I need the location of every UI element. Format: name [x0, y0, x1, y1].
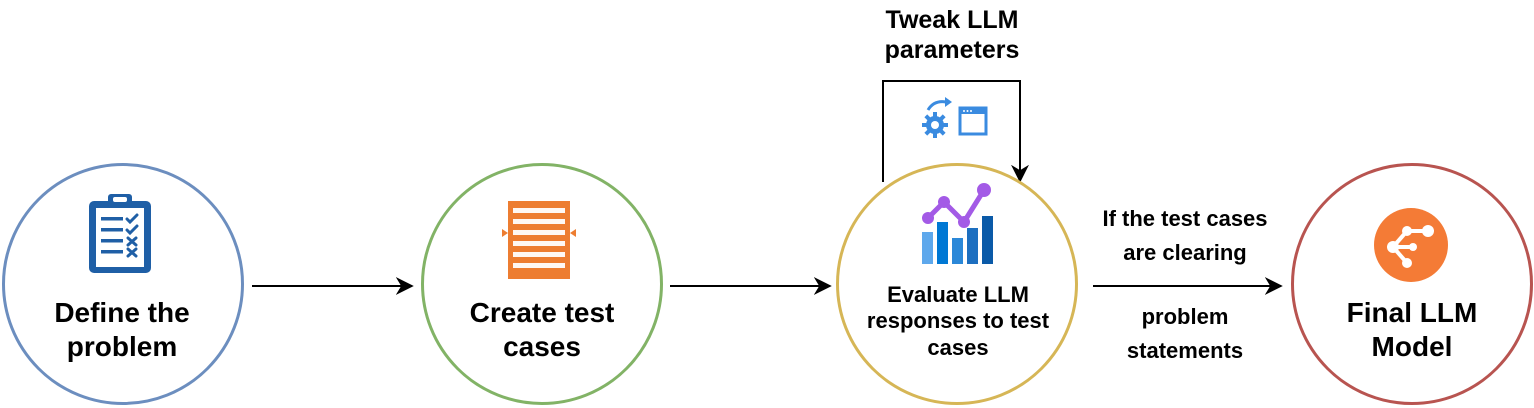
condition-line4: statements: [1126, 338, 1244, 364]
condition-label-bottom: problem statements: [1070, 300, 1300, 368]
condition-line1: If the test cases: [1102, 206, 1268, 231]
define-label-line1: Define the: [54, 297, 190, 328]
evaluate-label: Evaluate LLM responses to test cases: [846, 282, 1070, 361]
node-evaluate-llm[interactable]: [836, 163, 1078, 405]
evaluate-label-line3: cases: [927, 334, 989, 360]
final-label: Final LLM Model: [1312, 296, 1512, 363]
tweak-label-line2: parameters: [884, 36, 1020, 64]
create-label: Create test cases: [442, 296, 642, 363]
evaluate-label-line2: responses to test: [866, 308, 1050, 334]
tweak-parameters-label: Tweak LLM parameters: [852, 5, 1052, 65]
final-label-line2: Model: [1371, 330, 1453, 362]
analytics-chart-icon: [922, 183, 993, 264]
loop-arrow-tweak: [882, 80, 1029, 183]
create-label-line2: cases: [503, 330, 581, 362]
define-label: Define the problem: [22, 296, 222, 363]
create-label-line1: Create test: [469, 297, 615, 328]
tweak-label-line1: Tweak LLM: [885, 6, 1019, 34]
network-share-icon: [1374, 208, 1448, 282]
condition-line2: are clearing: [1123, 240, 1247, 266]
final-label-line1: Final LLM: [1346, 297, 1478, 328]
test-cases-list-icon: [502, 201, 576, 279]
condition-line3: problem: [1141, 304, 1229, 329]
evaluate-label-line1: Evaluate LLM: [887, 282, 1029, 307]
define-label-line2: problem: [66, 330, 178, 362]
node-final-llm-model[interactable]: [1291, 163, 1533, 405]
settings-refresh-icon: [922, 97, 988, 138]
clipboard-checklist-icon: [89, 194, 151, 273]
condition-label-top: If the test cases are clearing: [1070, 202, 1300, 270]
node-create-test-cases[interactable]: [421, 163, 663, 405]
